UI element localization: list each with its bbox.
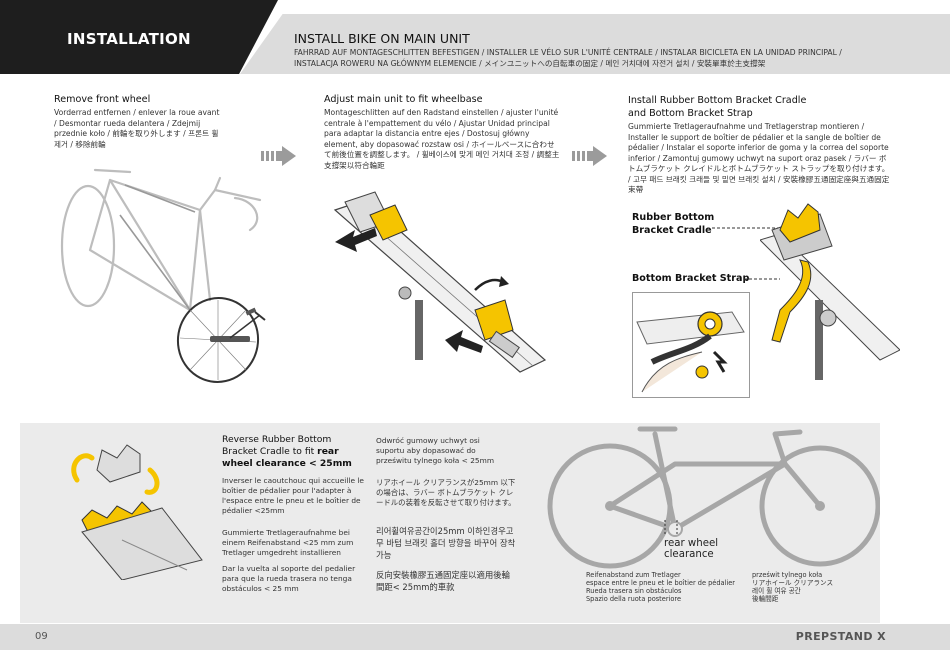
reverse-text-fr: Inverser le caoutchouc qui accueille le … <box>222 476 364 515</box>
step1-title: Remove front wheel <box>54 94 151 105</box>
cradle-leader-line <box>712 227 778 229</box>
section-title: INSTALLATION <box>67 30 191 48</box>
page-title: INSTALL BIKE ON MAIN UNIT <box>294 31 470 46</box>
cradle-label-line-1: Rubber Bottom <box>632 212 715 223</box>
step2-text: Montageschlitten auf den Radstand einste… <box>324 108 560 170</box>
title-translations: FAHRRAD AUF MONTAGESCHLITTEN BEFESTIGEN … <box>294 47 894 69</box>
page-number: 09 <box>35 631 48 642</box>
reverse-cradle-title: Reverse Rubber Bottom Bracket Cradle to … <box>222 434 382 470</box>
bike-clearance-illustration <box>547 426 880 569</box>
step-arrow-icon <box>572 146 607 166</box>
clearance-label: rear wheel clearance <box>664 538 718 560</box>
reverse-text-pl: Odwróć gumowy uchwyt osi suportu aby dop… <box>376 436 495 465</box>
reverse-cradle-title-line-1: Reverse Rubber Bottom <box>222 434 332 445</box>
clearance-caption-left: Reifenabstand zum Tretlager espace entre… <box>586 571 736 603</box>
header-grey-band <box>240 14 950 74</box>
strap-detail-inset <box>632 292 750 398</box>
reverse-cradle-title-line-3: wheel clearance < 25mm <box>222 458 352 469</box>
reverse-text-zh: 反向安裝橡膠五通固定座以適用後輪間距< 25mm的車款 <box>376 570 510 592</box>
clearance-label-line-2: clearance <box>664 549 714 560</box>
reverse-cradle-title-line-2: Bracket Cradle to fit rear <box>222 446 339 457</box>
bracket-cradle-strap-illustration <box>760 203 900 380</box>
step2-title: Adjust main unit to fit wheelbase <box>324 94 483 105</box>
step3-title-line-1: Install Rubber Bottom Bracket Cradle <box>628 95 807 106</box>
header-black-tab <box>0 0 278 74</box>
step3-text: Gummierte Tretlageraufnahme und Tretlage… <box>628 122 890 194</box>
page-header <box>0 0 950 74</box>
clearance-label-line-1: rear wheel <box>664 538 719 549</box>
reverse-text-ko: 리어휠여유공간이25mm 이하인경우고 무 바텀 브래킷 홀더 방향을 바꾸어 … <box>376 526 516 560</box>
page-footer <box>0 624 950 650</box>
title-translations-line-1: FAHRRAD AUF MONTAGESCHLITTEN BEFESTIGEN … <box>294 48 842 57</box>
reverse-text-es: Dar la vuelta al soporte del pedalier pa… <box>222 564 356 593</box>
strap-leader-line <box>744 278 780 280</box>
step-arrow-icon <box>261 146 296 166</box>
step1-text: Vorderrad entfernen / enlever la roue av… <box>54 108 220 149</box>
main-unit-adjust-illustration <box>333 191 547 373</box>
step3-title: Install Rubber Bottom Bracket Cradle and… <box>628 94 806 120</box>
strap-label: Bottom Bracket Strap <box>632 273 750 284</box>
reverse-text-ja: リアホイール クリアランスが25mm 以下の場合は、ラバー ボトムブラケット ク… <box>376 478 516 507</box>
title-translations-line-2: INSTALACJA ROWERU NA GŁÓWNYM ELEMENCIE /… <box>294 59 766 68</box>
step3-title-line-2: and Bottom Bracket Strap <box>628 108 753 119</box>
product-brand: PREPSTAND X <box>795 630 886 643</box>
clearance-caption-right: prześwit tylnego koła リアホイール クリアランス 레이 휠… <box>752 571 834 603</box>
reverse-text-de: Gummierte Tretlageraufnahme bei einem Re… <box>222 528 354 557</box>
cradle-label-line-2: Bracket Cradle <box>632 225 712 236</box>
bike-remove-wheel-illustration <box>60 168 266 383</box>
cradle-label: Rubber Bottom Bracket Cradle <box>632 211 714 237</box>
reverse-cradle-illustration <box>71 444 203 580</box>
